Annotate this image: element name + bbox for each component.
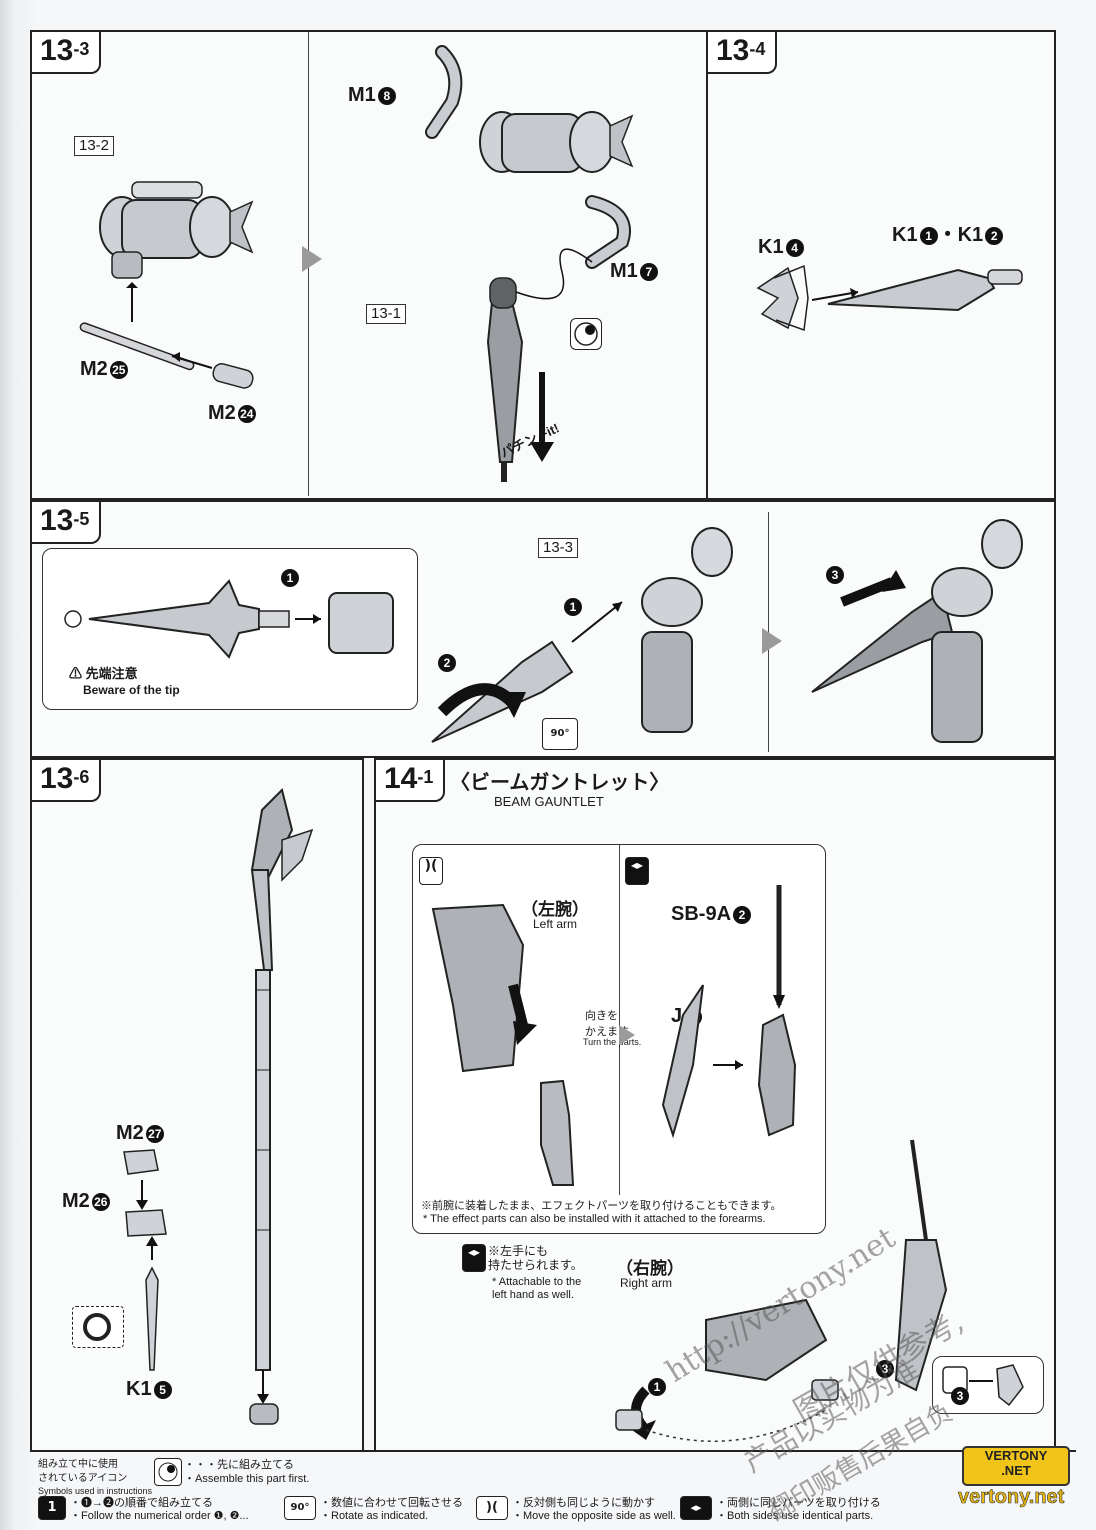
step-13-5-badge: 13-5 bbox=[32, 502, 102, 544]
arm-with-thruster bbox=[425, 45, 634, 482]
legend-first-jp: ・・・先に組み立てる bbox=[184, 1459, 294, 1471]
turn-parts-en: Turn the parts. bbox=[583, 1037, 642, 1047]
step-3-number: 3 bbox=[824, 566, 844, 584]
step-1-number: 1 bbox=[279, 569, 299, 587]
ref-13-3: 13-3 bbox=[538, 538, 579, 558]
step-13-5-panel: 13-5 1 ⚠ 先端注意 Beware of the tip 13-3 bbox=[30, 500, 1056, 758]
left-arm-en: Left arm bbox=[533, 917, 578, 931]
section-title-en: BEAM GAUNTLET bbox=[494, 794, 604, 809]
effect-note-jp: ※前腕に装着したまま、エフェクトパーツを取り付けることもできます。 bbox=[421, 1200, 782, 1212]
identical-parts-icon: ◂▸ bbox=[680, 1496, 712, 1520]
right-arm-en: Right arm bbox=[620, 1276, 673, 1290]
rotate-90-icon: 90° bbox=[542, 718, 578, 750]
step-1-number: 1 bbox=[646, 1378, 666, 1396]
legend-title-jp: 組み立て中に使用 されているアイコン bbox=[38, 1459, 128, 1484]
right-arm-jp: （右腕） bbox=[616, 1259, 684, 1278]
m2-cap-parts bbox=[123, 1149, 167, 1371]
tip-caution-inset: 1 ⚠ 先端注意 Beware of the tip bbox=[42, 548, 418, 710]
next-arrow bbox=[302, 246, 322, 272]
caution-jp: ⚠ 先端注意 bbox=[69, 666, 138, 681]
left-arm-jp: （左腕） bbox=[521, 900, 589, 919]
legend-order-jp: ・❶→❷の順番で組み立てる bbox=[70, 1497, 213, 1509]
step-14-1-badge: 14-1 bbox=[376, 760, 446, 802]
step-13-4-badge: 13-4 bbox=[708, 32, 778, 74]
m2-rod-parts bbox=[79, 282, 254, 389]
thruster-pack-assembled bbox=[99, 181, 254, 279]
blade-attach-diagram bbox=[431, 527, 733, 743]
logo-line-1: VERTONY bbox=[984, 1448, 1048, 1463]
identical-parts-icon: ◂▸ bbox=[625, 857, 649, 885]
step-3-number-inset: 3 bbox=[949, 1387, 969, 1405]
opposite-side-icon: )( bbox=[419, 857, 443, 885]
logo-line-2: .NET bbox=[1001, 1463, 1031, 1478]
numerical-order-icon: 1 bbox=[38, 1496, 66, 1520]
effect-note-en: * The effect parts can also be installed… bbox=[423, 1213, 766, 1225]
step-13-6-badge: 13-6 bbox=[32, 760, 102, 802]
opposite-side-icon: )( bbox=[476, 1496, 508, 1520]
legend-title-en: Symbols used in instructions bbox=[38, 1486, 153, 1496]
legend-rotate-en: ・Rotate as indicated. bbox=[320, 1510, 429, 1522]
vertony-logo: VERTONY .NET bbox=[962, 1446, 1070, 1486]
step-3-number: 3 bbox=[874, 1360, 894, 1378]
blade-attached-result bbox=[811, 519, 1023, 743]
attachable-jp: ※左手にも 持たせられます。 bbox=[488, 1244, 583, 1272]
blade-tip-detail bbox=[64, 579, 394, 659]
divider bbox=[619, 845, 620, 1195]
step-14-1-panel: 14-1 〈ビームガントレット〉 BEAM GAUNTLET )( ◂▸ （左腕… bbox=[374, 758, 1056, 1452]
legend-identical-en: ・Both sides use identical parts. bbox=[716, 1510, 874, 1522]
legend-opposite-en: ・Move the opposite side as well. bbox=[512, 1510, 676, 1522]
next-arrow bbox=[762, 628, 782, 654]
identical-parts-icon: ◂▸ bbox=[462, 1244, 486, 1272]
assemble-first-icon bbox=[570, 318, 602, 350]
section-title-jp: 〈ビームガントレット〉 bbox=[450, 772, 670, 794]
caution-en: Beware of the tip bbox=[83, 683, 180, 697]
icon-legend: 組み立て中に使用 されているアイコン Symbols used in instr… bbox=[30, 1450, 1076, 1522]
step-2-number: 2 bbox=[436, 654, 456, 672]
attachable-en: * Attachable to the left hand as well. bbox=[492, 1276, 582, 1301]
long-staff-assembly bbox=[249, 788, 314, 1425]
legend-identical-jp: ・両側に同じパーツを取り付ける bbox=[716, 1497, 881, 1509]
legend-first-en: ・Assemble this part first. bbox=[184, 1473, 310, 1485]
rotate-icon: 90° bbox=[284, 1496, 316, 1520]
hand-detail-inset: 3 bbox=[932, 1356, 1044, 1414]
ref-13-1: 13-1 bbox=[366, 304, 407, 324]
step-13-3-badge: 13-3 bbox=[32, 32, 102, 74]
assemble-first-icon bbox=[72, 1306, 124, 1348]
assemble-first-icon bbox=[154, 1458, 182, 1486]
legend-rotate-jp: ・数値に合わせて回転させる bbox=[320, 1497, 463, 1509]
step-1-number-main: 1 bbox=[562, 598, 582, 616]
k1-blade-parts bbox=[756, 264, 1023, 332]
bottom-watermark: vertony.net bbox=[958, 1486, 1065, 1509]
legend-opposite-jp: ・反対側も同じように動かす bbox=[512, 1497, 655, 1509]
ref-13-2: 13-2 bbox=[74, 136, 115, 156]
left-arm-diagram bbox=[431, 885, 797, 1186]
right-arm-diagram bbox=[615, 1139, 948, 1442]
legend-order-en: ・Follow the numerical order ❶, ❷... bbox=[70, 1510, 249, 1522]
